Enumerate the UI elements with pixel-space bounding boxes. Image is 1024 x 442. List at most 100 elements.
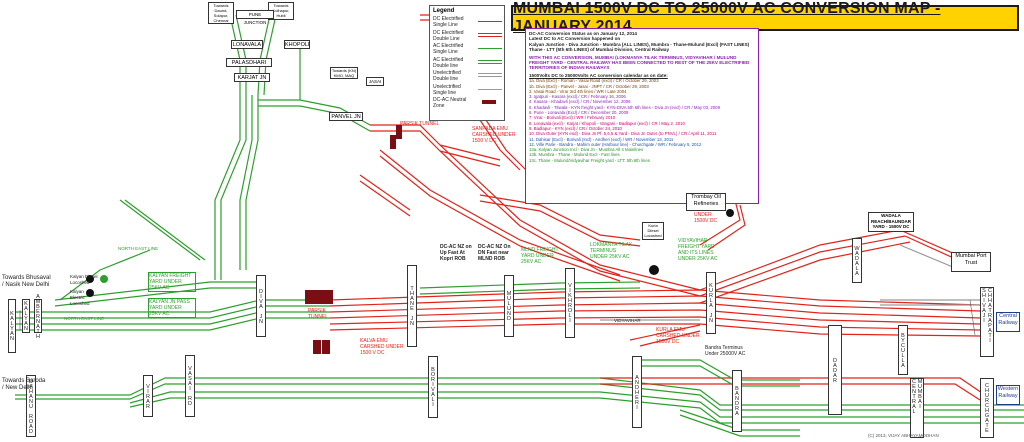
legend-swatch-un-double — [478, 73, 502, 77]
legend-label: DC-AC Neutral Zone — [433, 97, 467, 109]
station-andheri: ANDHERI — [632, 356, 642, 428]
station-khopoli: KHOPOLI — [284, 40, 310, 49]
station-wadala-label: WADALA — [854, 245, 860, 276]
station-pune: PUNE JUNCTION — [236, 10, 274, 25]
parsik-tunnel-note: PARSIK TUNNEL — [400, 121, 440, 127]
legend: Legend DC Electrified Single Line DC Ele… — [429, 5, 505, 121]
station-virar: VIRAR — [143, 375, 153, 417]
calendar-entry: 7. Virar - Borivali (Excl) / WR / Februa… — [529, 115, 616, 121]
station-vikhroli-label: VIKHROLI — [567, 283, 573, 323]
station-thane-label: THANE JN — [409, 286, 415, 326]
parsik-tunnel-note-2: PARSIK TUNNEL — [308, 308, 329, 320]
station-dahanu: DAHANU ROAD — [26, 375, 36, 437]
kalyan-diesel-note: Kalyan Diesel Locoshed — [70, 274, 98, 285]
station-panvel: PANVEL JN — [329, 112, 363, 121]
legend-row: DC Electrified Double Line — [430, 30, 504, 44]
calendar-heading: 1500Volts DC to 25000Volts AC conversion… — [529, 72, 668, 78]
calendar-entry: 13c. Thane - Mulund/Vidyavihar Freight y… — [529, 157, 650, 163]
bandra-terminus-note: Bandra Terminus Under 25000V AC — [705, 345, 746, 357]
status-note: WITH THIS AC CONVERSION, MUMBAI (LOKMANY… — [529, 54, 750, 71]
station-lonavala: LONAVALA — [231, 40, 263, 49]
legend-row: DC Electrified Single Line — [430, 16, 504, 30]
status-line: Kalyan Junction - Diva Junction - Mumbra… — [529, 41, 750, 47]
station-dadar-label: DADAR — [832, 357, 838, 383]
status-line: Latest DC to AC Conversion happened on — [529, 36, 621, 42]
kalyan-pass-note: KALYAN JN PASS YARD UNDER 25KV AC — [148, 298, 196, 318]
vidyavihar-freight-note: VIDYAVIHAR FREIGHT YARD AND ITS LINES UN… — [678, 238, 718, 262]
trombay-dc-note: UNDER 1500V DC — [694, 212, 718, 224]
station-churchgate-label: CHURCHGATE — [984, 383, 990, 433]
station-dadar: DADAR — [828, 325, 842, 415]
north-east-line-2: NORTH EAST LINE — [64, 316, 105, 321]
calendar-entry: 1a. Diva (Excl) - Roman - Vasai Road (ex… — [529, 78, 659, 84]
calendar-entry: 10. Diva Outer (KYN end) - Diva Jn Pf. 5… — [529, 131, 717, 137]
neutral-zones — [305, 125, 402, 354]
harbour-lines — [359, 124, 746, 297]
western-railway-lines — [15, 359, 1024, 437]
station-dahanu-label: DAHANU ROAD — [28, 378, 34, 434]
legend-label: DC Electrified Single Line — [433, 16, 464, 28]
station-vasai: VASAI RD — [185, 355, 195, 417]
vidyavihar-label: VIDYAVIHAR — [614, 318, 641, 323]
calendar-entry: 12. Ville Parle - Bandra - Mahim outer (… — [529, 141, 702, 147]
station-karjat: KARJAT JN — [234, 73, 270, 82]
station-vasai-label: VASAI RD — [187, 366, 193, 406]
central-railway-box: Central Railway — [996, 312, 1020, 332]
station-kalyan-label: KALYAN — [23, 301, 29, 331]
towards-baroda: Towards Baroda / New Delhi — [2, 378, 46, 391]
legend-swatch-neutral — [482, 100, 496, 104]
towards-bhusaval: Towards Bhusaval / Nasik New Delhi — [2, 275, 51, 288]
wadala-reach-box: WADALA REACH/BAUNDAR YARD - 1500V DC — [868, 212, 914, 232]
legend-row: Unelectrified Double line — [430, 70, 504, 84]
legend-swatch-ac-double — [478, 59, 502, 64]
station-thane: THANE JN — [407, 265, 417, 347]
calendar-entry: 6. Pune - Lonavala (Excl) / CR / Decembe… — [529, 110, 629, 116]
towards-daund-box: Towards Daund, Solapur, Chennai — [208, 2, 234, 24]
station-ambernath-label: AMBERNATH — [35, 293, 41, 339]
legend-label: DC Electrified Double Line — [433, 29, 464, 42]
station-kalyan-a: KALYAN — [22, 299, 30, 333]
calendar-entry: 13b. Mumbra - Thane - Mulund Excl - Fast… — [529, 152, 620, 158]
calendar-list: 1a. Diva (Excl) - Roman - Vasai Road (ex… — [529, 78, 755, 163]
north-east-line: NORTH EAST LINE — [118, 246, 159, 251]
calendar-entry: 8. Lonavala (excl) - Karjat / Khopoli - … — [529, 120, 685, 126]
western-railway-box: Western Railway — [996, 385, 1020, 405]
station-borivali: BORIVALI — [428, 356, 438, 418]
legend-row: AC Electrified Single Line — [430, 43, 504, 57]
station-csmt-label: CHHATRAPATI SHIVAJI — [981, 288, 993, 343]
station-mumbai-central: MUMBAI CENTRAL — [910, 378, 924, 438]
station-kurla: KURLA JN — [706, 272, 716, 334]
legend-row: DC-AC Neutral Zone — [430, 97, 504, 111]
status-heading: DC-AC Conversion Status as on January 12… — [529, 31, 637, 36]
kalyan-freight-note: KALYAN FREIGHT YARD UNDER 25KV AC — [148, 272, 196, 292]
dcac-nz-2: DC-AC NZ On DN Fast near MLND ROB — [478, 244, 511, 262]
station-byculla: BYCULLA — [898, 325, 908, 375]
station-bandra: BANDRA — [732, 370, 742, 432]
calendar-entry: 13a. Kalyan Junction Incl - Diva Jn - Mu… — [529, 147, 644, 153]
sanpada-note: SANPADA EMU CARSHED UNDER 1500 V DC — [472, 126, 516, 144]
legend-label: AC Electrified Single Line — [433, 43, 464, 55]
station-mumbai-central-label: MUMBAI CENTRAL — [911, 379, 923, 414]
mumbai-port-trust: Mumbai Port Trust — [951, 252, 991, 272]
mulund-freight-note: MLND FREIGHT YARD UNDER 25KV AC — [521, 247, 559, 265]
calendar-entry: 2. Vasai Road - Virar 3rd 4th lines / WR… — [529, 88, 627, 94]
legend-label: Unelectrified Single line — [433, 83, 461, 96]
karjat-branch-lines — [59, 14, 371, 301]
conversion-status-box: DC-AC Conversion Status as on January 12… — [525, 28, 759, 204]
calendar-entry: 4. Kasara - Khadavli (excl) / CR / Novem… — [529, 99, 631, 105]
legend-swatch-un-single — [478, 88, 502, 90]
calendar-entry: 5. Khadavli - Titwala - KYN freight yard… — [529, 104, 720, 110]
unelectrified-lines — [600, 244, 991, 321]
legend-label: Unelectrified Double line — [433, 70, 461, 82]
calendar-entry: 1b. Diva (Excl) - Panvel - Jasai - JNPT … — [529, 83, 649, 89]
station-borivali-label: BORIVALI — [430, 367, 436, 407]
station-bandra-label: BANDRA — [734, 386, 740, 416]
status-line: Thane - LTT (5th 6th LINES) of Mumbai Di… — [529, 47, 670, 53]
legend-swatch-dc-double — [478, 32, 502, 37]
trombay-box: Trombay Oil Refineries — [686, 193, 726, 211]
legend-label: AC Electrified Double line — [433, 56, 464, 69]
box-kdn: Towards (KN) KMO, MAQ — [330, 67, 358, 79]
kalyan-electric-note: Kalyan Electric Locoshed — [70, 289, 90, 306]
station-churchgate: CHURCHGATE — [980, 378, 994, 438]
